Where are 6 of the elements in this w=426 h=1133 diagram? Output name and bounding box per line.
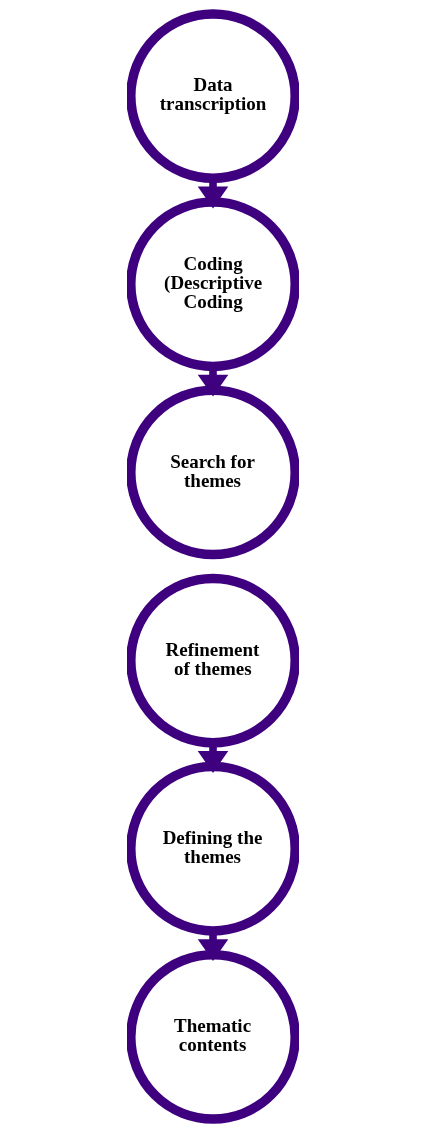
node-circle: Thematic contents: [127, 949, 299, 1124]
node-circle: Defining the themes: [127, 761, 299, 936]
node-circle: Refinement of themes: [127, 573, 299, 748]
node-circle: Data transcription: [127, 9, 299, 184]
node-circle: Coding (Descriptive Coding: [127, 197, 299, 372]
node-circle: Search for themes: [127, 385, 299, 560]
